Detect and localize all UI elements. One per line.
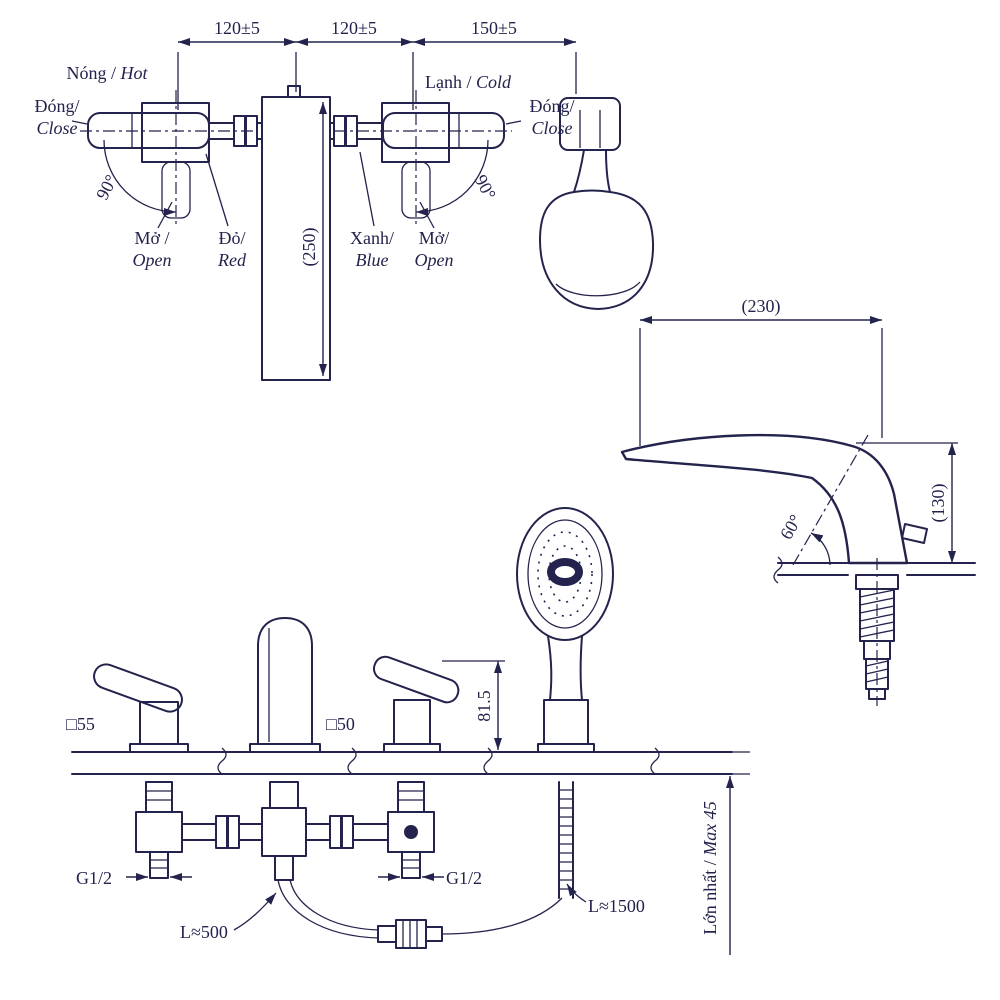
label-close-right-vi: Đóng/: [530, 96, 575, 116]
label-thread-left: G1/2: [76, 868, 112, 888]
label-open-right-en: Open: [415, 250, 454, 270]
right-piping: [329, 115, 383, 147]
label-cold: Lạnh / Cold: [425, 72, 512, 92]
angle-left-label: 90°: [92, 171, 121, 203]
label-blue-en: Blue: [356, 250, 389, 270]
spout-profile: [620, 433, 909, 565]
right-lever-open-position: [401, 161, 431, 219]
install-spout: [249, 617, 321, 753]
label-close-right-en: Close: [531, 118, 572, 138]
right-handle: 90°: [359, 102, 522, 229]
dim-shower-height: 81.5: [474, 690, 494, 722]
dim-spout-height: (250): [299, 228, 320, 267]
front-labels: Nóng / Hot Lạnh / Cold Đóng/ Close Đóng/…: [35, 63, 575, 270]
install-handshower: [516, 507, 614, 753]
underdeck-left-valve: [135, 781, 183, 879]
dim-spacing-center: 120±5: [331, 18, 377, 38]
shower-bracket: [559, 97, 621, 151]
left-rotation-arc: [103, 139, 177, 216]
spout-side-view: (230) 60° (130): [620, 296, 976, 706]
side-angle: 60°: [776, 434, 869, 566]
spout-body: [261, 96, 331, 381]
spout-front: (250): [261, 85, 331, 381]
side-dim-height: (130): [856, 442, 958, 564]
label-deck-max: Lớn nhất / Max 45: [700, 801, 720, 935]
left-piping: [208, 115, 263, 147]
install-left-handle: [93, 663, 189, 753]
deck-thickness-dim: Lớn nhất / Max 45: [700, 751, 750, 955]
label-close-left-en: Close: [36, 118, 77, 138]
dim-reach: (230): [742, 296, 781, 317]
install-right-handle: [372, 655, 460, 753]
label-hot: Nóng / Hot: [67, 63, 149, 83]
dim-spacing-right: 150±5: [471, 18, 517, 38]
label-open-left-en: Open: [133, 250, 172, 270]
front-dimension-chain: 120±5 120±5 150±5: [177, 18, 577, 110]
shower-hose: [558, 781, 574, 899]
front-view: 120±5 120±5 150±5 90°: [35, 18, 655, 381]
label-hose-spout: L≈500: [180, 922, 228, 942]
label-close-left-vi: Đóng/: [35, 96, 80, 116]
diverter-knob: [901, 523, 928, 544]
label-open-right-vi: Mở/: [419, 228, 450, 248]
angle-right-label: 90°: [471, 171, 500, 203]
left-lever-open-position: [161, 161, 191, 219]
label-hole-center: □50: [326, 714, 355, 734]
label-open-left-vi: Mở /: [134, 228, 169, 248]
label-hose-shower: L≈1500: [588, 896, 645, 916]
spout-top-nub: [287, 85, 301, 98]
shower-head-front: [539, 189, 655, 310]
label-hole-left: □55: [66, 714, 95, 734]
dim-height: (130): [928, 484, 949, 523]
label-red-vi: Đỏ/: [219, 228, 246, 248]
dim-angle: 60°: [776, 511, 806, 543]
thread-labels: G1/2 G1/2: [76, 868, 482, 888]
left-handle: 90°: [71, 102, 229, 229]
underdeck-piping: [181, 815, 389, 849]
install-dim-height: 81.5: [442, 660, 505, 750]
installation-view: 81.5 □55 □50: [66, 507, 750, 955]
label-red-en: Red: [217, 250, 247, 270]
label-blue-vi: Xanh/: [350, 228, 394, 248]
underdeck-center-valve: [261, 781, 307, 881]
spout-shank: [855, 558, 899, 706]
spout-hose: [277, 879, 563, 949]
dim-spacing-left: 120±5: [214, 18, 260, 38]
underdeck-right-valve: [387, 781, 435, 879]
label-thread-right: G1/2: [446, 868, 482, 888]
right-rotation-arc: [415, 139, 489, 216]
handshower-front: [539, 97, 655, 310]
shower-neck: [573, 149, 611, 193]
side-dim-reach: (230): [639, 296, 883, 446]
